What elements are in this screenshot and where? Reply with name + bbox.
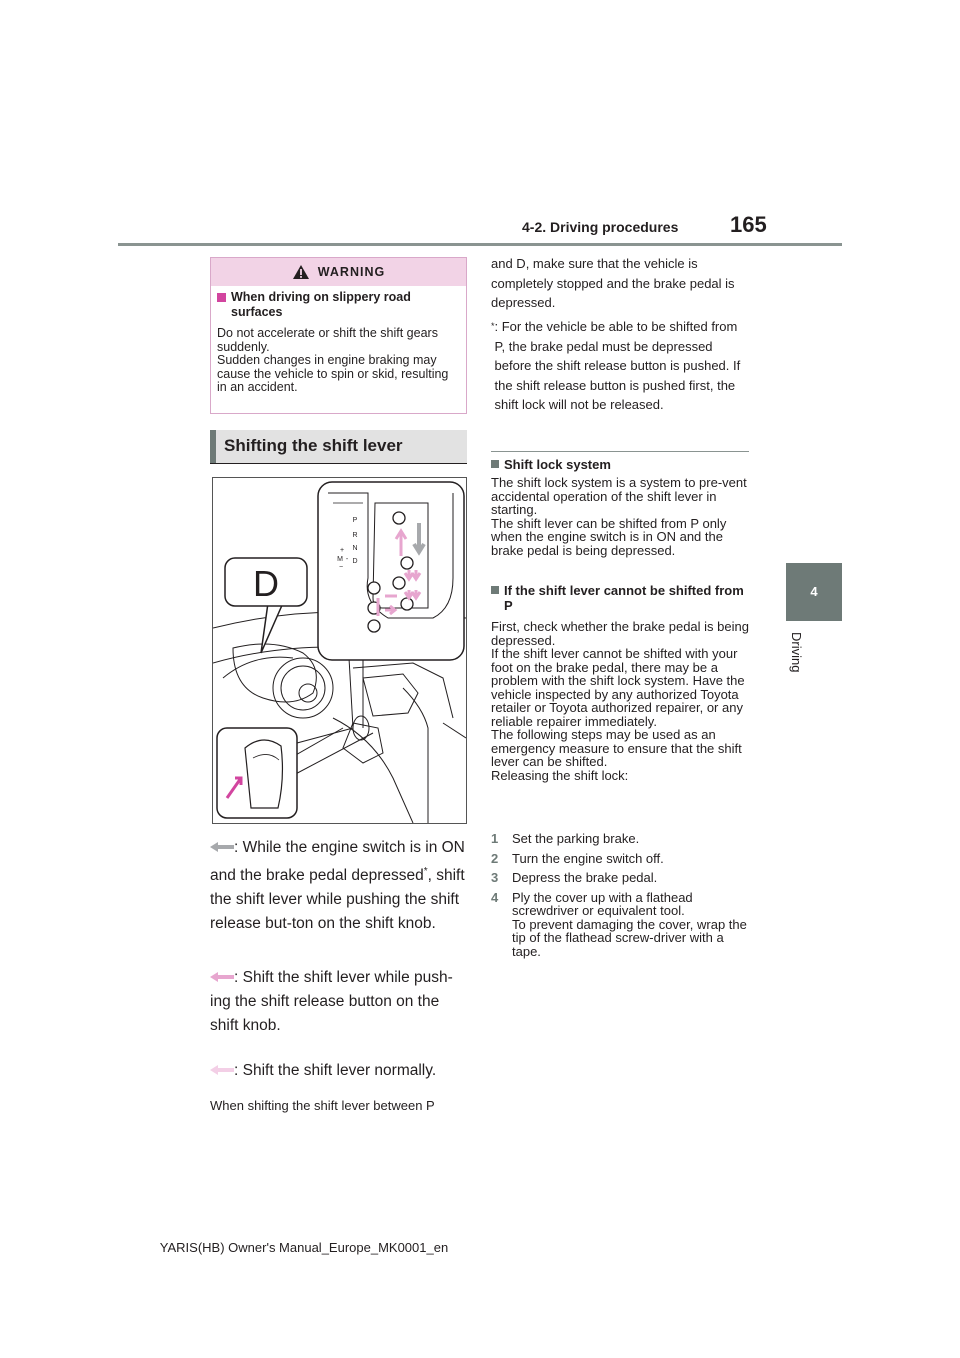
svg-text:P: P [353, 517, 358, 524]
continued-text: and D, make sure that the vehicle is com… [491, 256, 735, 310]
cannot-shift-text: First, check whether the brake pedal is … [491, 619, 749, 783]
svg-text:+: + [340, 547, 344, 554]
grey-square-bullet-icon [491, 460, 499, 468]
cannot-shift-heading: If the shift lever cannot be shifted fro… [491, 583, 751, 613]
footnote: * : For the vehicle be able to be shifte… [491, 319, 741, 412]
warning-title: WARNING [317, 265, 386, 279]
warning-text: Do not accelerate or shift the shift gea… [217, 326, 449, 394]
footer-manual-id: YARIS(HB) Owner's Manual_Europe_MK0001_e… [159, 1240, 449, 1255]
warning-box: WARNING When driving on slippery road su… [210, 257, 467, 414]
legend-grey-arrow: : While the engine switch is in ON and t… [210, 836, 468, 936]
legend-pink-arrow: : Shift the shift lever while push-ing t… [210, 966, 468, 1038]
light-pink-arrow-icon [210, 1059, 234, 1083]
pink-arrow-icon [210, 966, 234, 990]
right-column-rule [491, 451, 749, 452]
shift-lock-text: The shift lock system is a system to pre… [491, 475, 747, 558]
pink-square-bullet-icon [217, 293, 226, 302]
svg-text:−: − [339, 564, 343, 571]
shift-lock-heading: Shift lock system [491, 457, 751, 472]
shift-lever-illustration: D P R N D + M - − [212, 477, 467, 824]
svg-text:-: - [346, 556, 349, 563]
header-rule [118, 243, 842, 246]
page-number: 165 [730, 212, 767, 237]
chapter-tab: 4 [786, 563, 842, 621]
section-rule [210, 463, 467, 464]
between-note: When shifting the shift lever between P [210, 1098, 435, 1113]
grey-square-bullet-icon [491, 586, 499, 594]
shift-lever-drawing: D P R N D + M - − [212, 481, 467, 824]
chapter-tab-label: Driving [789, 632, 804, 673]
svg-text:M: M [337, 556, 343, 563]
warning-header: WARNING [211, 258, 466, 286]
warning-subhead: When driving on slippery road surfaces [217, 290, 458, 320]
section-title: Shifting the shift lever [224, 436, 403, 455]
grey-arrow-icon [210, 836, 234, 860]
warning-triangle-icon [292, 265, 309, 279]
svg-text:N: N [352, 545, 357, 552]
svg-text:R: R [352, 532, 357, 539]
section-heading-bar: Shifting the shift lever [210, 430, 467, 464]
callout-letter: D [253, 563, 279, 604]
legend-light-arrow: : Shift the shift lever normally. [210, 1059, 468, 1083]
svg-text:D: D [352, 558, 357, 565]
running-header-section: 4-2. Driving procedures [522, 219, 679, 235]
